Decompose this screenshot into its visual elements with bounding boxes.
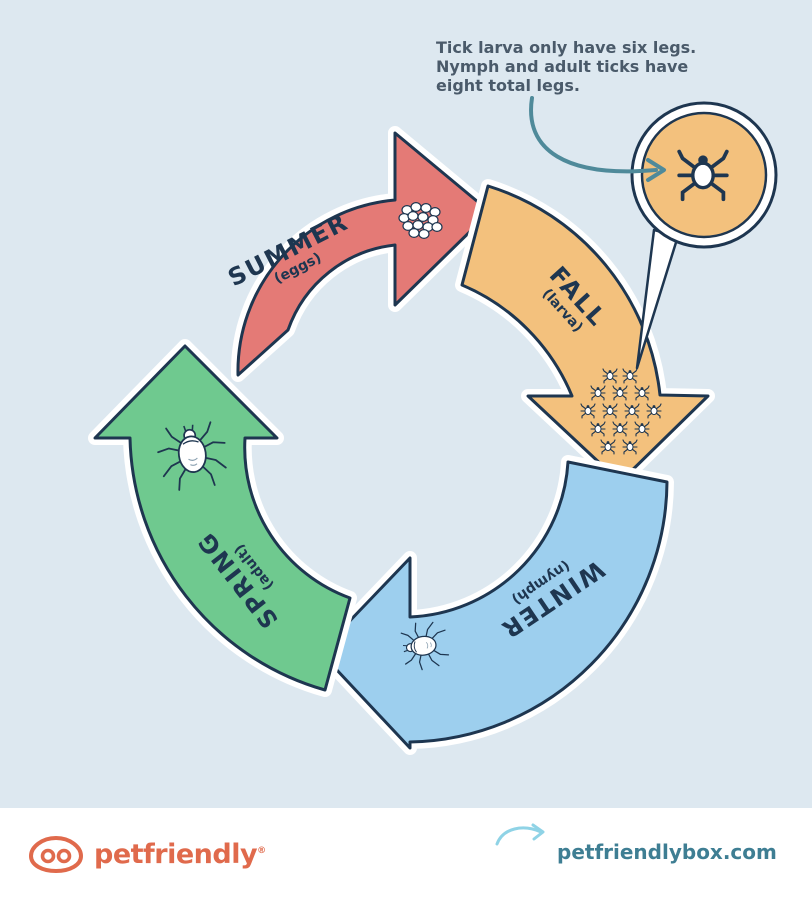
paw-logo-icon (28, 835, 84, 874)
leg-count-note: Tick larva only have six legs. Nymph and… (436, 38, 736, 95)
brand-logo: petfriendly® (28, 832, 266, 876)
tick-life-cycle-diagram: SUMMER (eggs) FALL (larva) WINTER (nymph… (0, 0, 812, 808)
note-line-2: Nymph and adult ticks have (436, 57, 689, 76)
cycle-arrows (88, 126, 715, 755)
website-link[interactable]: petfriendlybox.com (557, 840, 777, 864)
diagram-stage: SUMMER (eggs) FALL (larva) WINTER (nymph… (0, 0, 812, 808)
note-line-1: Tick larva only have six legs. (436, 38, 697, 57)
note-arrow (529, 96, 658, 174)
registered-mark: ® (257, 845, 266, 856)
footer (0, 808, 812, 904)
brand-name: petfriendly® (94, 839, 266, 870)
website-arrow-icon (495, 823, 545, 846)
brand-name-text: petfriendly (94, 838, 258, 870)
note-line-3: eight total legs. (436, 76, 580, 95)
